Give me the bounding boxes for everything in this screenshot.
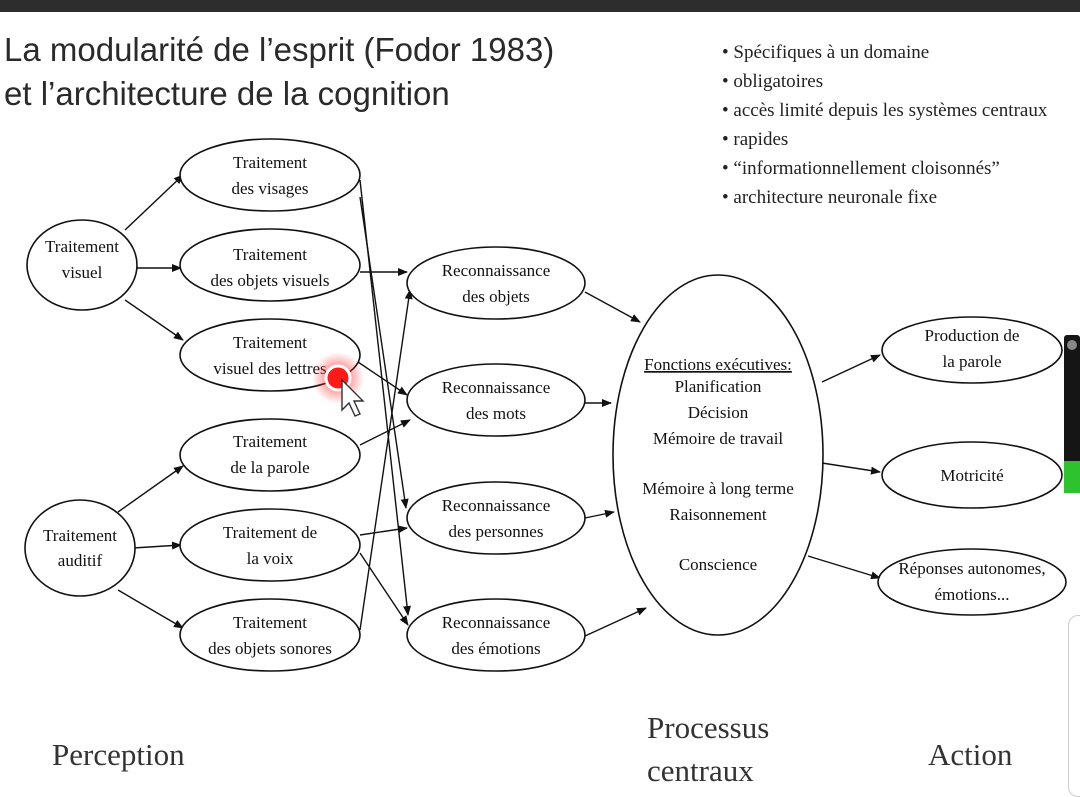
- node-label: des objets: [462, 287, 530, 306]
- node-label: des personnes: [449, 522, 544, 541]
- edge-objets-central: [584, 291, 641, 323]
- node-motricite: Motricité: [881, 441, 1063, 509]
- property-item: Spécifiques à un domaine: [722, 38, 1077, 67]
- central-heading: Fonctions exécutives:: [644, 355, 792, 374]
- node-traitement-voix: Traitement de la voix: [179, 508, 361, 582]
- node-label: Traitement: [233, 432, 307, 451]
- edge-central-motricite: [821, 462, 881, 475]
- node-label: de la parole: [230, 458, 309, 477]
- node-label: Raisonnement: [669, 505, 767, 524]
- node-processus-centraux: Fonctions exécutives: Planification Déci…: [612, 274, 824, 636]
- node-label: Décision: [688, 403, 749, 422]
- side-panel-edge: [1068, 615, 1080, 797]
- edge-central-reponses: [807, 555, 881, 580]
- cursor-arrow-icon: [341, 378, 365, 417]
- volume-meter-knob[interactable]: [1067, 340, 1077, 350]
- node-label: des mots: [466, 404, 526, 423]
- stage-label-perception: Perception: [52, 737, 185, 772]
- node-label: Réponses autonomes,: [898, 559, 1045, 578]
- edge-visuel-lettres: [124, 299, 184, 341]
- node-label: visuel: [62, 263, 103, 282]
- edge-auditif-sonores: [117, 589, 184, 629]
- node-label: Reconnaissance: [442, 378, 551, 397]
- title-line-1: La modularité de l’esprit (Fodor 1983): [4, 31, 555, 68]
- node-traitement-auditif: Traitement auditif: [24, 499, 136, 597]
- node-label: Production de: [925, 326, 1020, 345]
- edge-auditif-parole: [117, 465, 184, 513]
- node-label: Motricité: [940, 466, 1003, 485]
- node-label: Traitement: [233, 245, 307, 264]
- node-label: Traitement: [45, 237, 119, 256]
- node-traitement-visages: Traitement des visages: [179, 138, 361, 212]
- edge-auditif-voix: [132, 541, 182, 550]
- node-reponses-autonomes: Réponses autonomes, émotions...: [877, 548, 1067, 616]
- node-label: visuel des lettres: [213, 359, 326, 378]
- node-label: Mémoire de travail: [653, 429, 784, 448]
- node-label: des visages: [232, 179, 309, 198]
- edge-visages-personnes: [359, 196, 409, 509]
- node-reconnaissance-objets: Reconnaissance des objets: [406, 246, 586, 320]
- stage-label-processus: Processus: [647, 710, 769, 745]
- window-top-bar: [0, 0, 1080, 12]
- diagram-edges: [117, 174, 881, 637]
- node-label: Conscience: [679, 555, 757, 574]
- node-label: Traitement: [233, 333, 307, 352]
- node-traitement-parole: Traitement de la parole: [179, 418, 361, 492]
- edge-parole-mots: [359, 419, 411, 446]
- node-reconnaissance-personnes: Reconnaissance des personnes: [406, 481, 586, 555]
- edge-voix-personnes: [359, 525, 408, 536]
- node-label: Traitement: [233, 153, 307, 172]
- slide-title: La modularité de l’esprit (Fodor 1983) e…: [4, 28, 554, 116]
- node-production-parole: Production de la parole: [881, 316, 1063, 384]
- edge-visuel-visages: [124, 174, 184, 231]
- node-reconnaissance-mots: Reconnaissance des mots: [406, 363, 586, 437]
- stage-label-action: Action: [928, 737, 1013, 772]
- edge-personnes-central: [584, 509, 615, 519]
- volume-meter-level: [1064, 461, 1080, 493]
- module-properties-list: Spécifiques à un domaine obligatoires ac…: [722, 38, 1077, 212]
- property-item: rapides: [722, 125, 1077, 154]
- node-label: émotions...: [934, 585, 1009, 604]
- volume-meter[interactable]: [1064, 335, 1080, 493]
- property-item: accès limité depuis les systèmes centrau…: [722, 96, 1077, 125]
- node-label: la voix: [247, 549, 294, 568]
- edge-emotions-central: [584, 607, 647, 637]
- mouse-pointer: [312, 352, 365, 417]
- node-label: Planification: [675, 377, 762, 396]
- node-label: Traitement: [43, 526, 117, 545]
- node-label: des objets sonores: [208, 639, 332, 658]
- edge-voix-emotions: [359, 552, 409, 626]
- title-line-2: et l’architecture de la cognition: [4, 75, 450, 112]
- node-label: auditif: [58, 551, 103, 570]
- node-label: des objets visuels: [211, 271, 330, 290]
- property-item: “informationnellement cloisonnés”: [722, 154, 1077, 183]
- property-item: obligatoires: [722, 67, 1077, 96]
- node-traitement-objets-visuels: Traitement des objets visuels: [179, 228, 361, 302]
- node-traitement-visuel: Traitement visuel: [26, 219, 138, 311]
- node-label: Reconnaissance: [442, 613, 551, 632]
- edge-lettres-mots: [354, 359, 408, 396]
- node-reconnaissance-emotions: Reconnaissance des émotions: [406, 598, 586, 672]
- node-label: Reconnaissance: [442, 496, 551, 515]
- edge-central-parole: [821, 354, 881, 383]
- stage-label-processus: centraux: [647, 753, 754, 788]
- node-label: des émotions: [451, 639, 540, 658]
- node-label: Mémoire à long terme: [642, 479, 794, 498]
- node-label: Traitement de: [223, 523, 317, 542]
- node-traitement-objets-sonores: Traitement des objets sonores: [179, 598, 361, 672]
- edge-sonores-objets: [359, 289, 413, 631]
- node-label: Traitement: [233, 613, 307, 632]
- property-item: architecture neuronale fixe: [722, 183, 1077, 212]
- node-label: Reconnaissance: [442, 261, 551, 280]
- node-label: la parole: [943, 352, 1002, 371]
